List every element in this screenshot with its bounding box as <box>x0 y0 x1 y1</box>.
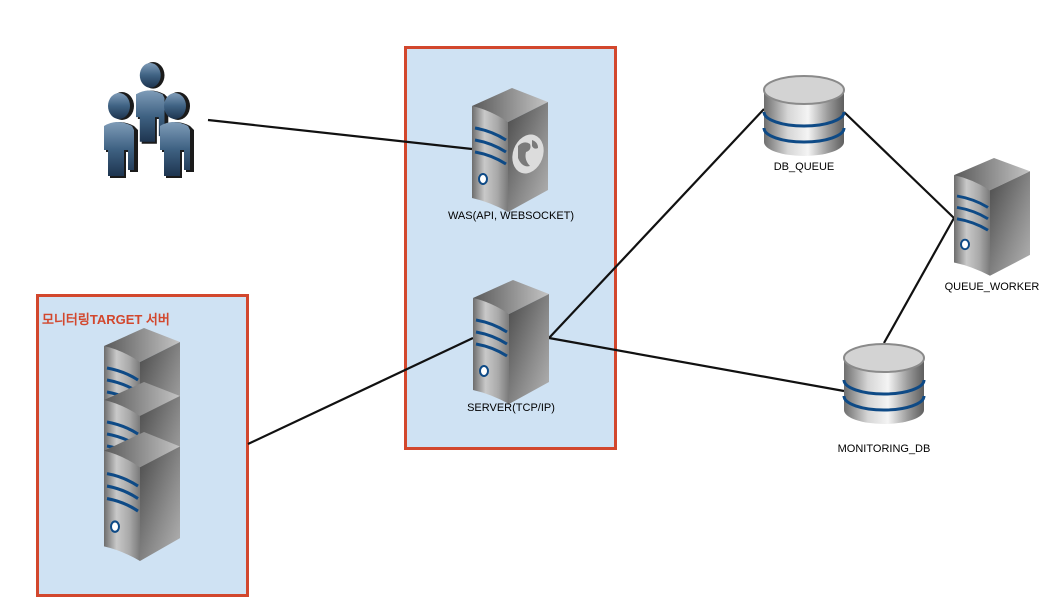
edge-server-monitoring-db[interactable] <box>548 336 845 393</box>
edge-server-db-queue[interactable] <box>548 108 765 339</box>
edge-users-was[interactable] <box>207 118 473 151</box>
monitoring-target-group-title: 모니터링TARGET 서버 <box>42 312 170 327</box>
edge-queue-worker-monitoring-db[interactable] <box>883 217 955 344</box>
web-server-icon[interactable] <box>470 86 550 214</box>
queue-worker-label: QUEUE_WORKER <box>944 281 1040 293</box>
users-icon[interactable] <box>104 62 194 178</box>
monitoring-db-database-icon[interactable] <box>842 342 926 426</box>
db-queue-database-icon[interactable] <box>762 74 846 158</box>
monitoring-db-label: MONITORING_DB <box>837 443 931 455</box>
edge-db-queue-queue-worker[interactable] <box>843 111 955 219</box>
edge-target-servers-server[interactable] <box>247 337 474 445</box>
queue-worker-server-icon[interactable] <box>952 156 1032 278</box>
db-queue-label: DB_QUEUE <box>773 161 835 173</box>
server-icon[interactable] <box>471 278 551 406</box>
server-label: SERVER(TCP/IP) <box>467 402 555 414</box>
server-stack-icon[interactable] <box>102 326 182 563</box>
edges <box>207 108 955 445</box>
was-label: WAS(API, WEBSOCKET) <box>447 210 575 222</box>
